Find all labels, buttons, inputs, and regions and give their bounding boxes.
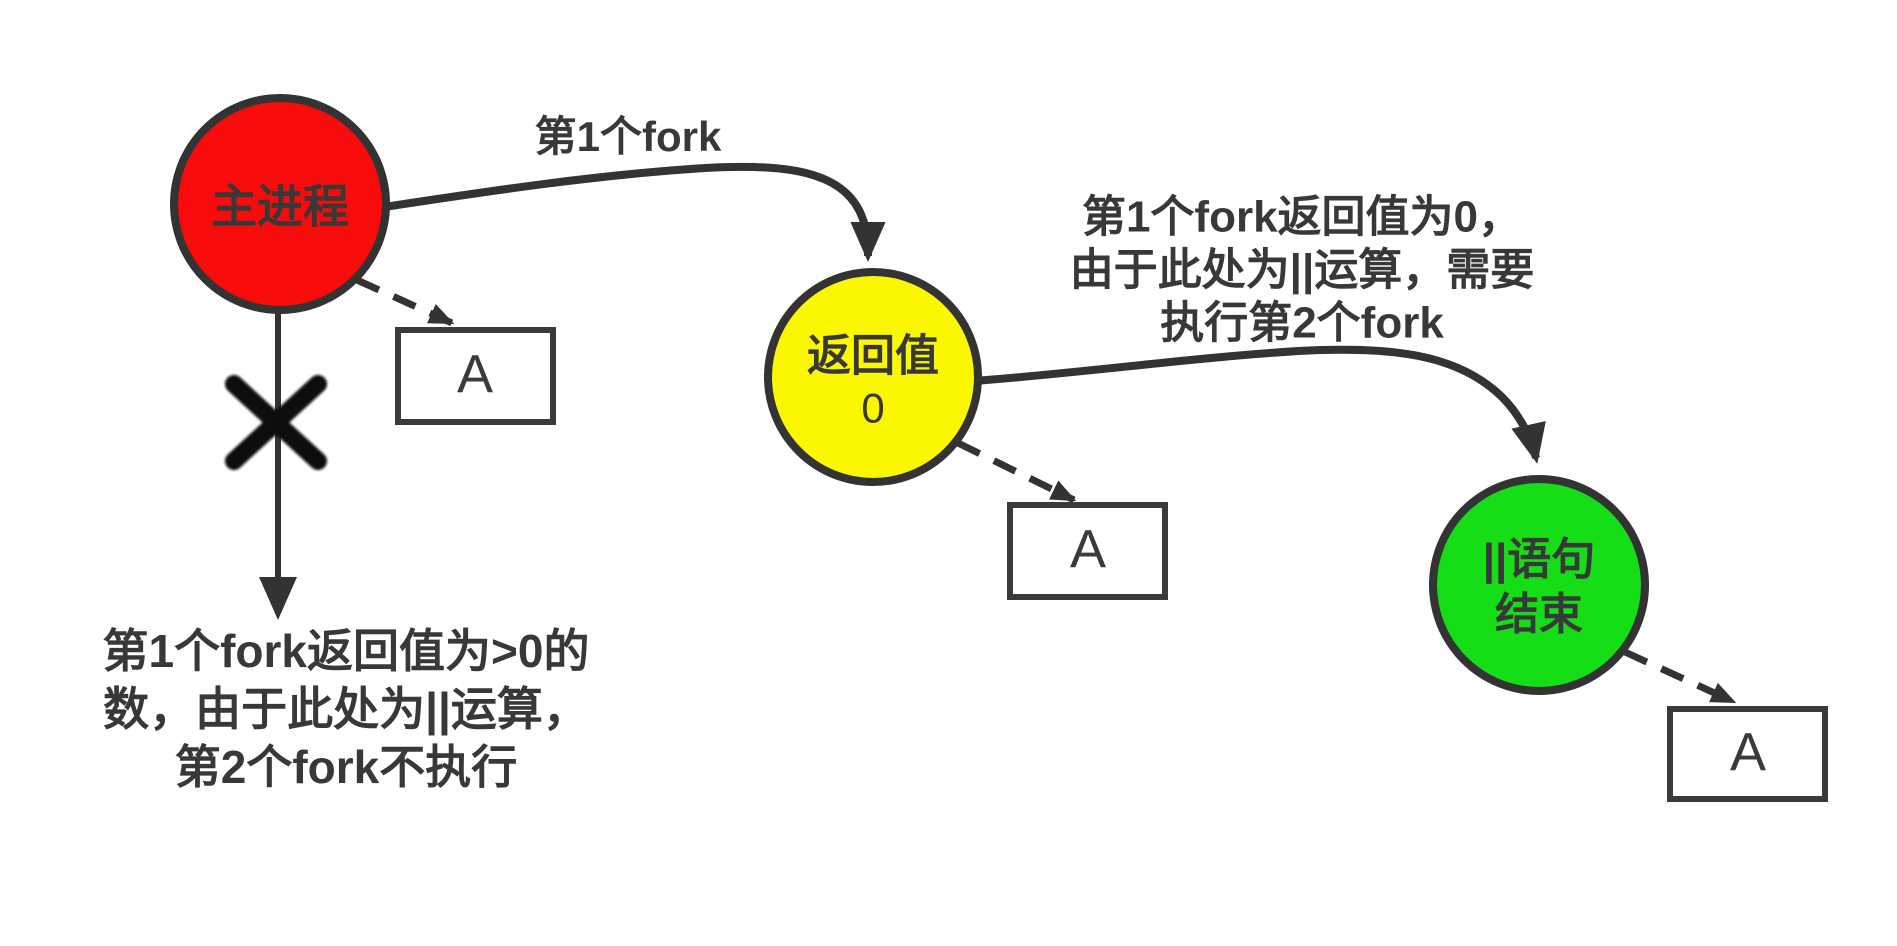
fork1-arrow: [383, 162, 886, 262]
fork2-needed-line1: 第1个fork返回值为0，: [1081, 192, 1523, 242]
main-process-label: 主进程: [211, 180, 349, 233]
fork2-needed-line3: 执行第2个fork: [1160, 298, 1444, 348]
or-statement-end-line2: 结束: [1495, 590, 1583, 639]
process-a2-letter: A: [1069, 519, 1107, 580]
main-to-a1-dashed-arrow: [355, 276, 455, 327]
process-a3-box: [1667, 706, 1828, 802]
main-process-node: [170, 94, 390, 314]
return-to-a2-dashed-arrow: [956, 439, 1077, 504]
no-fork2-arrowhead: [259, 577, 297, 620]
fork2-needed-annotation: 第1个fork返回值为0， 由于此处为||运算，需要 执行第2个fork: [1070, 191, 1535, 350]
process-a3-letter: A: [1729, 722, 1767, 783]
fork2-skipped-annotation: 第1个fork返回值为>0的 数，由于此处为||运算， 第2个fork不执行: [103, 622, 590, 796]
fork2-skipped-line2: 数，由于此处为||运算，: [103, 683, 589, 735]
fork2-needed-line2: 由于此处为||运算，需要: [1069, 245, 1535, 295]
process-a2-box: [1007, 502, 1168, 600]
not-executed-x-icon: [225, 375, 327, 470]
fork2-skipped-line3: 第2个fork不执行: [174, 741, 518, 793]
fork2-skipped-line1: 第1个fork返回值为>0的: [102, 625, 590, 677]
return-value-label: 返回值 0: [807, 329, 939, 434]
or-statement-end-node: [1429, 475, 1649, 695]
or-statement-end-line1: ||语句: [1482, 535, 1596, 584]
process-a1-box: [395, 327, 556, 425]
process-a1-letter: A: [456, 344, 494, 405]
end-to-a3-dashed-arrow: [1623, 648, 1737, 706]
or-statement-end-label: ||语句 结束: [1483, 532, 1596, 642]
return-value-node: [764, 268, 982, 486]
fork1-arrow-label: 第1个fork: [534, 112, 722, 160]
fork2-arrow: [973, 345, 1546, 464]
return-value-number: 0: [861, 384, 885, 432]
return-value-label-text: 返回值: [807, 331, 939, 381]
